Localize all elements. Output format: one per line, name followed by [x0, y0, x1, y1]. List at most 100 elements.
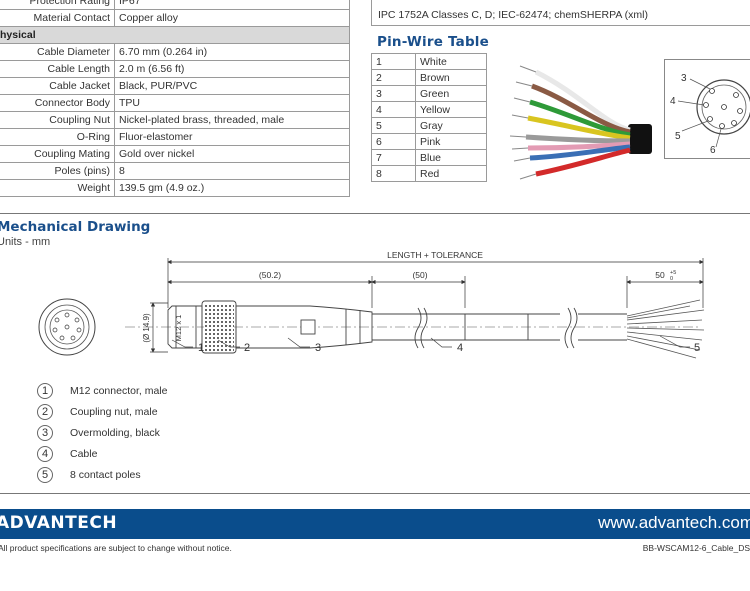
spec-value: TPU: [114, 94, 350, 112]
footer-bar: [0, 509, 750, 539]
dim-50-tol: 50: [655, 270, 665, 280]
spec-key-text: Connector Body: [34, 96, 110, 109]
dim-tol-lower: 0: [670, 276, 673, 282]
pin-number: 7: [371, 149, 416, 166]
legend-text: 8 contact poles: [70, 468, 141, 481]
spec-key: Coupling Mating: [0, 145, 115, 163]
spec-key: Connector Body: [0, 94, 115, 112]
connector-end-view: [38, 298, 96, 356]
pin-number: 8: [371, 165, 416, 182]
pin-wire-title: Pin-Wire Table: [377, 34, 489, 50]
legend-text: Coupling nut, male: [70, 405, 158, 418]
wire-color: White: [415, 53, 487, 70]
spec-key-text: Cable Length: [47, 62, 110, 75]
spec-key-text: Protection Rating: [29, 0, 110, 7]
spec-key: Coupling Nut: [0, 111, 115, 129]
spec-key: Protection Rating: [0, 0, 115, 10]
dim-tol-upper: +5: [670, 270, 676, 276]
spec-key-text: Coupling Mating: [34, 147, 110, 160]
certifications-cell: IPC 1752A Classes C, D; IEC-62474; chemS…: [371, 0, 750, 26]
wire-pink: [527, 141, 631, 151]
spec-value: Black, PUR/PVC: [114, 77, 350, 95]
pinout-box: [664, 59, 750, 159]
spec-key-text: Material Contact: [33, 11, 110, 24]
wire-red: [535, 147, 631, 177]
advantech-logo: ADVANTECH: [0, 513, 118, 533]
mechanical-drawing: LENGTH + TOLERANCE (50.2) (50) 50 +5 0 (…: [38, 250, 705, 359]
pin-number: 4: [371, 101, 416, 118]
callout-2: 2: [244, 342, 250, 354]
spec-section-row: Physical: [0, 26, 350, 44]
wire-color: Yellow: [415, 101, 487, 118]
wire-gray: [525, 134, 631, 144]
spec-value: Nickel-plated brass, threaded, male: [114, 111, 350, 129]
spec-value: 6.70 mm (0.264 in): [114, 43, 350, 61]
wire-tips: [509, 65, 537, 180]
section-divider: [0, 213, 750, 214]
legend-item: 4 Cable: [37, 443, 167, 464]
spec-key: Cable Length: [0, 60, 115, 78]
legend-number: 3: [37, 424, 53, 441]
legend-text: M12 connector, male: [70, 384, 168, 397]
coupling-nut-knurl: [204, 303, 234, 351]
spec-key: Weight: [0, 179, 115, 197]
dim-diameter: (Ø 14.9): [142, 313, 151, 343]
cable-wires-illustration: [509, 65, 652, 180]
spec-value: Gold over nickel: [114, 145, 350, 163]
wire-blue: [529, 144, 631, 161]
spec-key: Poles (pins): [0, 162, 115, 180]
spec-value: 139.5 gm (4.9 oz.): [114, 179, 350, 197]
wire-color: Gray: [415, 117, 487, 134]
spec-key-text: Cable Diameter: [37, 45, 110, 58]
wire-color: Brown: [415, 69, 487, 86]
spec-section-label: Physical: [0, 26, 350, 44]
pin-number: 3: [371, 85, 416, 102]
callout-4: 4: [457, 342, 463, 354]
website-link[interactable]: www.advantech.com: [598, 513, 750, 532]
pin-number: 6: [371, 133, 416, 150]
spec-key-text: Cable Jacket: [49, 79, 110, 92]
spec-row: Connector Body TPU: [0, 94, 350, 112]
legend-text: Cable: [70, 447, 98, 460]
legend-item: 2 Coupling nut, male: [37, 401, 167, 422]
dim-thread: M12 x 1: [174, 315, 183, 342]
wire-color: Red: [415, 165, 487, 182]
spec-value: Copper alloy: [114, 9, 350, 27]
spec-key-text: Weight: [77, 181, 111, 194]
legend-number: 4: [37, 445, 53, 462]
spec-key: Cable Diameter: [0, 43, 115, 61]
spec-value: IP67: [114, 0, 350, 10]
units-label: Units - mm: [0, 236, 51, 248]
spec-key: Material Contact: [0, 9, 115, 27]
wire-brown: [531, 83, 631, 135]
spec-value: 2.0 m (6.56 ft): [114, 60, 350, 78]
spec-row: Cable Diameter 6.70 mm (0.264 in): [0, 43, 350, 61]
disclaimer: All product specifications are subject t…: [0, 543, 232, 553]
dim-50: (50): [412, 270, 427, 280]
cert-table: IPC 1752A Classes C, D; IEC-62474; chemS…: [371, 0, 750, 26]
pin-number: 1: [371, 53, 416, 70]
wire-color: Pink: [415, 133, 487, 150]
wire-yellow: [527, 115, 631, 141]
spec-key-text: Poles (pins): [54, 164, 110, 177]
callout-5: 5: [694, 342, 700, 354]
spec-key: O-Ring: [0, 128, 115, 146]
legend-number: 2: [37, 403, 53, 420]
spec-row: Cable Length 2.0 m (6.56 ft): [0, 60, 350, 78]
